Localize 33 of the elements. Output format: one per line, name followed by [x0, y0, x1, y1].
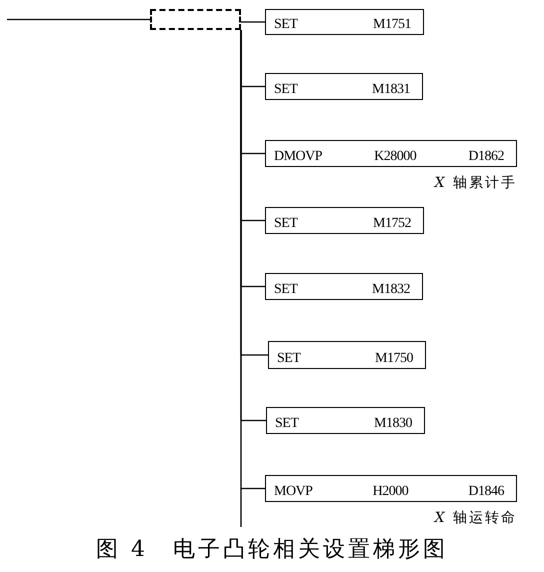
instruction-text: M1831	[372, 83, 410, 97]
instruction-text: MOVP	[274, 485, 312, 499]
instruction-text: K28000	[374, 150, 416, 164]
instruction-box	[265, 140, 517, 167]
contact-box	[150, 9, 241, 30]
instruction-box	[265, 207, 424, 234]
ladder-line	[241, 21, 265, 23]
instruction-text: M1832	[372, 283, 410, 297]
instruction-box	[265, 73, 423, 100]
instruction-box	[265, 9, 424, 35]
instruction-box	[266, 407, 425, 434]
ladder-line	[7, 18, 150, 20]
instruction-text: M1830	[374, 417, 412, 431]
node-note: X 轴运转命	[434, 511, 517, 525]
instruction-text: D1846	[468, 485, 504, 499]
instruction-text: DMOVP	[274, 150, 322, 164]
instruction-text: M1751	[373, 18, 411, 32]
ladder-line	[240, 30, 265, 490]
instruction-text: SET	[277, 352, 300, 366]
instruction-text: SET	[274, 283, 298, 297]
instruction-text: D1862	[468, 150, 504, 164]
instruction-text: SET	[275, 417, 298, 431]
instruction-text: SET	[274, 83, 298, 97]
caption: 图 4 电子凸轮相关设置梯形图	[95, 539, 449, 561]
instruction-text: SET	[274, 18, 298, 32]
node-note: X 轴累计手	[434, 176, 517, 190]
instruction-text: SET	[274, 217, 298, 231]
instruction-text: H2000	[372, 485, 408, 499]
instruction-box	[265, 273, 423, 300]
instruction-box	[268, 341, 426, 369]
instruction-text: M1750	[375, 352, 413, 366]
instruction-box	[265, 475, 517, 502]
instruction-text: M1752	[373, 217, 411, 231]
